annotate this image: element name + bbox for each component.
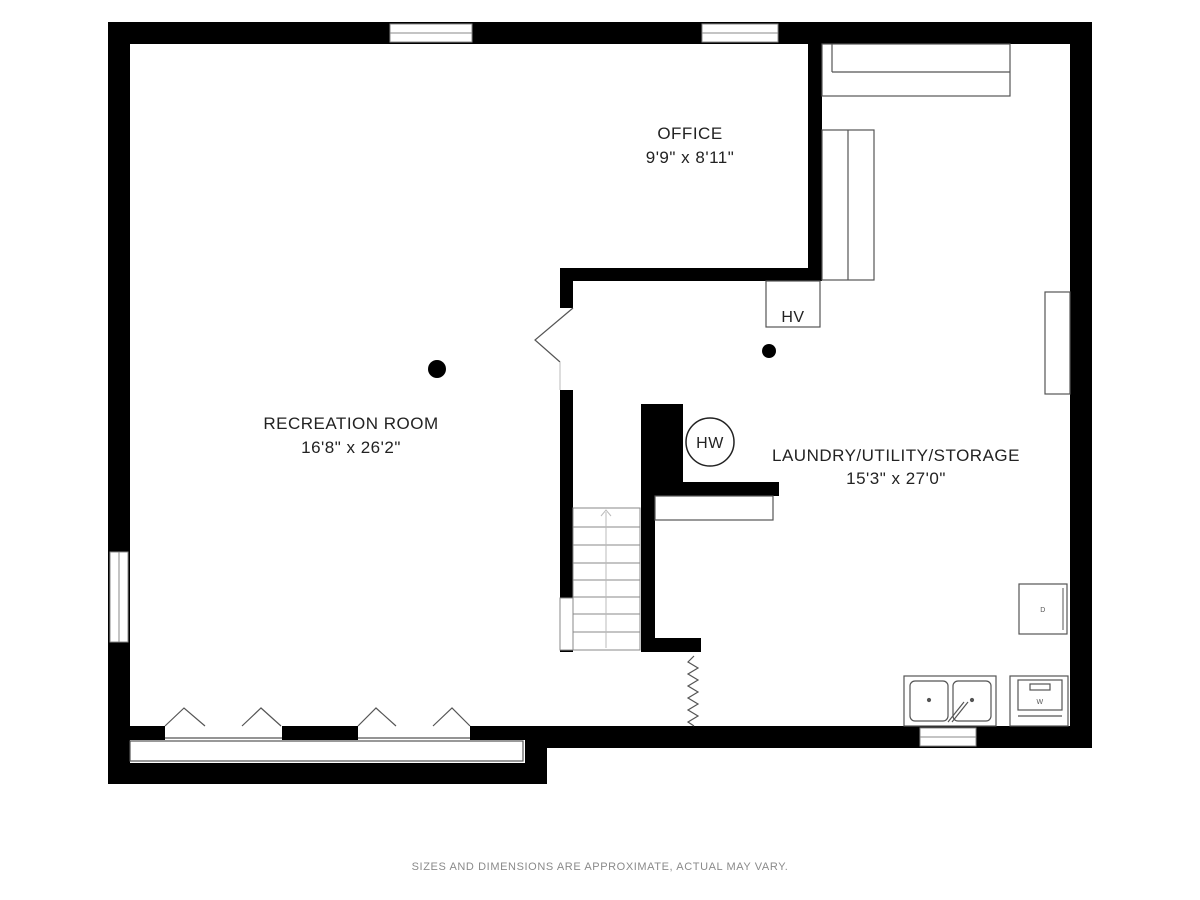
office-dims: 9'9" x 8'11" [646,148,735,167]
staircase [559,507,641,651]
stair-landing [654,495,774,521]
recreation-room-dims: 16'8" x 26'2" [301,438,401,457]
office-name: OFFICE [657,124,722,143]
hw-label: HW [696,435,724,452]
laundry-room-name: LAUNDRY/UTILITY/STORAGE [772,446,1020,465]
exterior-walls [108,22,1092,784]
washer [1009,675,1069,727]
storage-shelves [821,43,1071,395]
recreation-room-name: RECREATION ROOM [263,414,438,433]
door-swing [534,307,574,363]
sliding-doors [164,707,471,739]
washer-label: W [1036,699,1043,706]
bifold-door [686,655,700,727]
water-heater [685,417,735,467]
hv-unit [765,280,821,328]
patio-strip [129,740,524,762]
dryer-label: D [1040,607,1046,614]
support-post [762,344,776,358]
dryer [1018,583,1068,635]
interior-walls [560,44,822,652]
laundry-room-dims: 15'3" x 27'0" [846,469,946,488]
laundry-sink [903,675,997,727]
windows [109,23,977,747]
disclaimer-text: SIZES AND DIMENSIONS ARE APPROXIMATE, AC… [411,861,789,873]
hv-label: HV [781,309,804,326]
support-post [428,360,446,378]
